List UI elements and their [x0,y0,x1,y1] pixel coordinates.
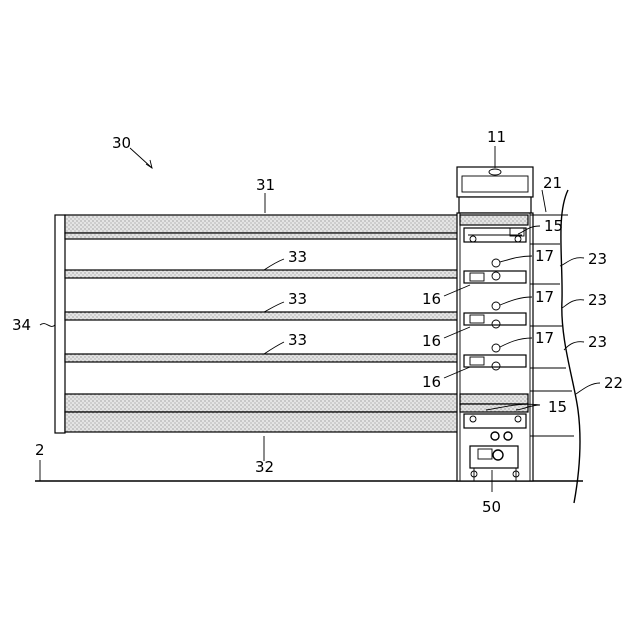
label-33-c: 33 [288,331,307,349]
label-22: 22 [604,374,623,392]
label-17-a: 17 [535,247,554,265]
label-31: 31 [256,176,275,194]
label-30: 30 [112,134,131,152]
label-33-b: 33 [288,290,307,308]
label-23-c: 23 [588,333,607,351]
label-33-a: 33 [288,248,307,266]
end-plate [55,215,65,433]
label-11: 11 [487,128,506,146]
label-16-c: 16 [422,373,441,391]
label-34: 34 [12,316,31,334]
label-21: 21 [543,174,562,192]
label-16-a: 16 [422,290,441,308]
label-2: 2 [35,441,45,459]
intermediate-panel-1 [65,270,460,278]
label-32: 32 [255,458,274,476]
label-17-c: 17 [535,329,554,347]
label-16-b: 16 [422,332,441,350]
bottom-panel [65,394,460,432]
top-panel [65,215,460,239]
label-50: 50 [482,498,501,516]
intermediate-panel-2 [65,312,460,320]
label-15-bottom: 15 [548,398,567,416]
label-23-b: 23 [588,291,607,309]
label-17-b: 17 [535,288,554,306]
label-23-a: 23 [588,250,607,268]
top-carriage [464,228,526,242]
label-15-top: 15 [544,217,563,235]
intermediate-panel-3 [65,354,460,362]
